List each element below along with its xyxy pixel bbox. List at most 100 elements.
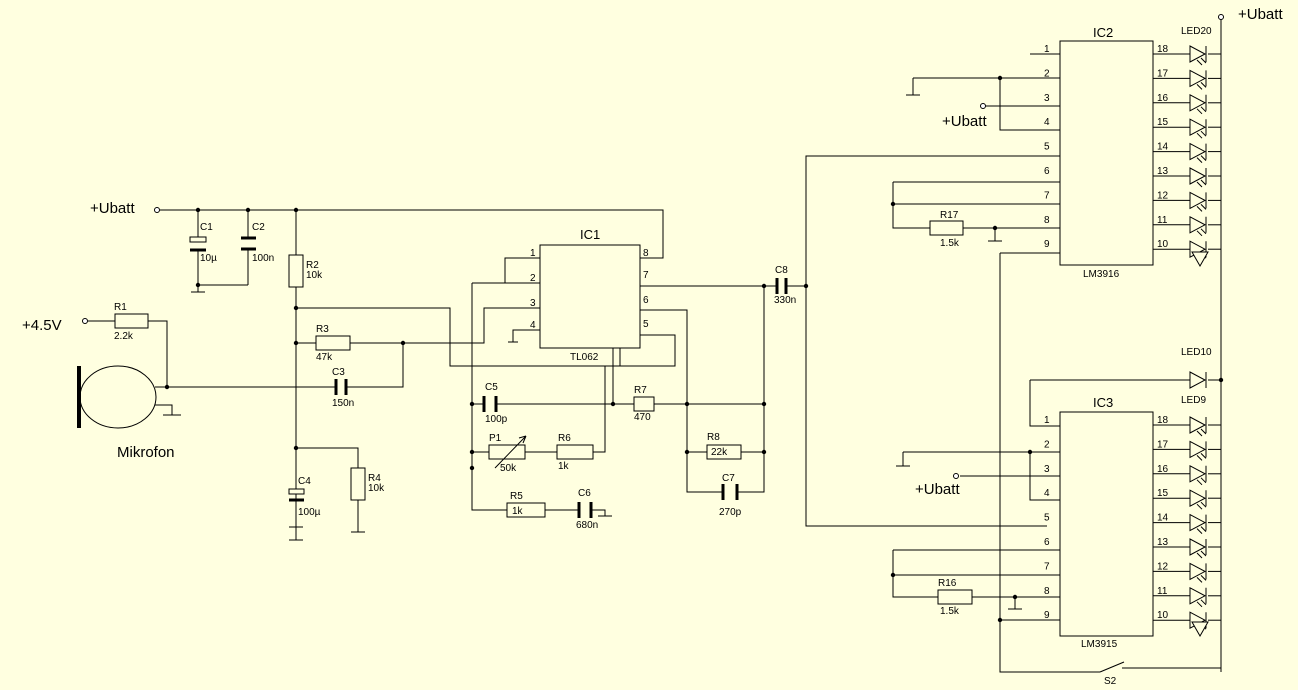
c7-name: C7 xyxy=(722,473,735,484)
lm-pin-right: 17 xyxy=(1157,68,1169,79)
ic2-name: IC2 xyxy=(1093,25,1113,40)
led10-label: LED10 xyxy=(1181,347,1212,358)
lm-pin-right: 18 xyxy=(1157,415,1169,426)
ic1-pin-right: 7 xyxy=(643,270,649,281)
lm-pin-right: 18 xyxy=(1157,44,1169,55)
led-rays xyxy=(1196,526,1207,534)
lm-pin-right: 15 xyxy=(1157,117,1169,128)
lm-pin-right: 10 xyxy=(1157,610,1169,621)
led-rays xyxy=(1196,155,1207,163)
ubatt-label-ic2: +Ubatt xyxy=(942,113,987,130)
lm-pin-right: 16 xyxy=(1157,93,1169,104)
led-diode xyxy=(1189,416,1207,434)
c1-value: 10µ xyxy=(200,253,217,264)
lm-pin-left: 3 xyxy=(1044,93,1050,104)
led-diode xyxy=(1189,45,1207,63)
c8-name: C8 xyxy=(775,265,788,276)
lm-pin-right: 14 xyxy=(1157,142,1169,153)
ic2-part: LM3916 xyxy=(1083,269,1120,280)
ic1-pin-left: 3 xyxy=(530,298,536,309)
c4-name: C4 xyxy=(298,476,311,487)
lm-pin-right: 11 xyxy=(1157,586,1168,597)
lm-pin-left: 7 xyxy=(1044,190,1050,201)
r2-value: 10k xyxy=(306,270,323,281)
lm-pin-left: 8 xyxy=(1044,586,1050,597)
ic1-pin-left: 1 xyxy=(530,248,536,259)
led-rays xyxy=(1196,428,1207,437)
r8-value: 22k xyxy=(711,447,728,458)
lm-pin-left: 5 xyxy=(1044,142,1050,153)
lm-pin-left: 2 xyxy=(1044,68,1050,79)
c5-name: C5 xyxy=(485,382,498,393)
lm-pin-right: 13 xyxy=(1157,537,1169,548)
c5-value: 100p xyxy=(485,414,508,425)
led-rays xyxy=(1196,130,1207,139)
r4-value: 10k xyxy=(368,483,385,494)
led-rays xyxy=(1196,106,1207,115)
p1-name: P1 xyxy=(489,433,502,444)
lm-pin-left: 3 xyxy=(1044,464,1050,475)
lm-pin-right: 13 xyxy=(1157,166,1169,177)
lm-pin-right: 15 xyxy=(1157,488,1169,499)
led9-label: LED9 xyxy=(1181,395,1206,406)
ic1-pin-right: 8 xyxy=(643,248,649,259)
c3-name: C3 xyxy=(332,367,345,378)
lm-pin-right: 12 xyxy=(1157,190,1169,201)
ic3-part: LM3915 xyxy=(1081,639,1118,650)
led-diode xyxy=(1189,118,1207,137)
r6-value: 1k xyxy=(558,461,570,472)
r1-value: 2.2k xyxy=(114,331,134,342)
r17-value: 1.5k xyxy=(940,238,960,249)
led-rays xyxy=(1196,57,1207,66)
r1-name: R1 xyxy=(114,302,127,313)
ic1-pin-right: 5 xyxy=(643,319,649,330)
led-rays xyxy=(1196,228,1207,237)
potentiometer-arrow xyxy=(494,435,527,469)
led-rays xyxy=(1196,599,1207,608)
electrolytic-plates xyxy=(189,236,305,495)
lm-pin-left: 7 xyxy=(1044,561,1050,572)
ic1-pin-left: 4 xyxy=(530,320,536,331)
lm-pin-left: 4 xyxy=(1044,488,1050,499)
led-diode xyxy=(1189,215,1207,234)
lm-pin-left: 2 xyxy=(1044,439,1050,450)
led-diode xyxy=(1189,464,1207,483)
c7-value: 270p xyxy=(719,507,742,518)
c3-value: 150n xyxy=(332,398,354,409)
wires xyxy=(88,18,1222,673)
c8-value: 330n xyxy=(774,295,796,306)
lm-pin-right: 12 xyxy=(1157,561,1169,572)
lm-pin-right: 16 xyxy=(1157,464,1169,475)
r7-value: 470 xyxy=(634,412,651,423)
led20-label: LED20 xyxy=(1181,26,1212,37)
led-rays xyxy=(1196,453,1207,461)
led-diode xyxy=(1189,191,1207,210)
lm-pin-right: 17 xyxy=(1157,439,1169,450)
ic1-pin-right: 6 xyxy=(643,295,649,306)
p1-value: 50k xyxy=(500,463,517,474)
ic1-name: IC1 xyxy=(580,227,600,242)
lm-pin-left: 1 xyxy=(1044,44,1050,55)
ic1-pin-left: 2 xyxy=(530,273,536,284)
r17-name: R17 xyxy=(940,210,959,221)
led-rays xyxy=(1196,477,1207,486)
r3-value: 47k xyxy=(316,352,333,363)
c6-value: 680n xyxy=(576,520,598,531)
lm-pin-right: 11 xyxy=(1157,215,1168,226)
led-diode xyxy=(1189,562,1207,581)
lm-pin-left: 8 xyxy=(1044,215,1050,226)
led-diode xyxy=(1189,142,1207,161)
ubatt-label-left: +Ubatt xyxy=(90,200,135,217)
led-diode xyxy=(1189,167,1207,185)
ic1-part: TL062 xyxy=(570,352,599,363)
ic1-body xyxy=(539,244,641,349)
r6-name: R6 xyxy=(558,433,571,444)
switch-s2 xyxy=(1099,661,1125,673)
led-diode xyxy=(1189,489,1207,508)
lm-pin-left: 9 xyxy=(1044,610,1050,621)
ic3-name: IC3 xyxy=(1093,395,1113,410)
lm-pin-left: 6 xyxy=(1044,537,1050,548)
